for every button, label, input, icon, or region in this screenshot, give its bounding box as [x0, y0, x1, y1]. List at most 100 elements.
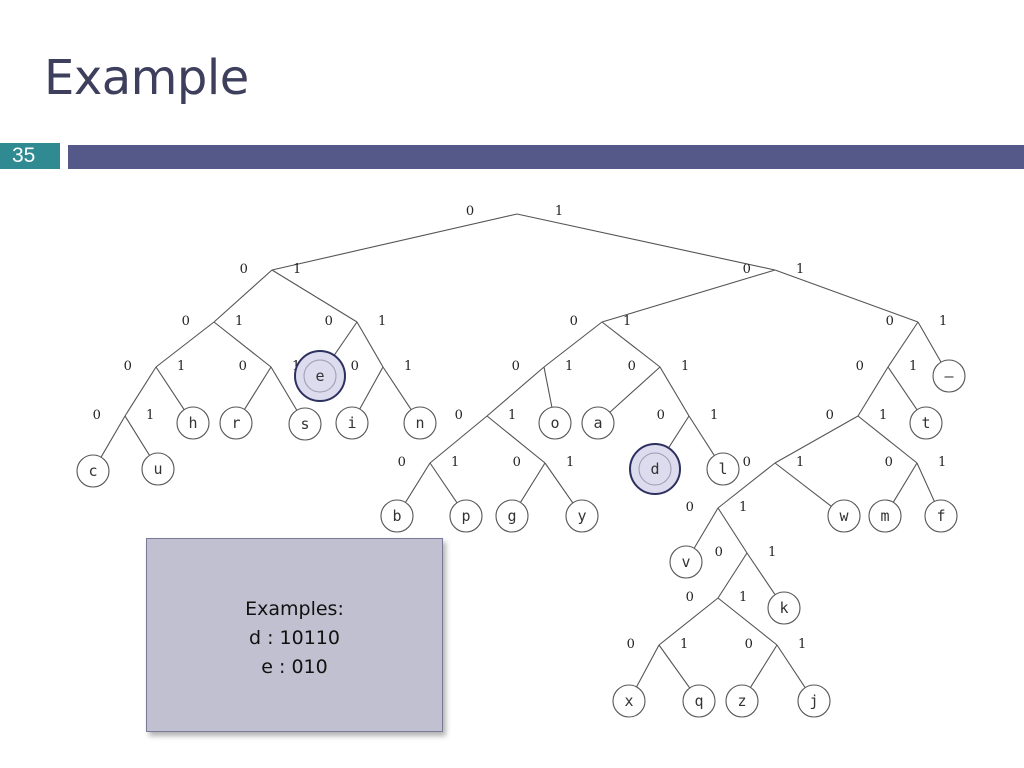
leaf-circle [638, 452, 672, 486]
leaf-circle [303, 359, 337, 393]
leaf-label: i [347, 414, 356, 432]
bit-label-zero: 0 [124, 359, 132, 374]
leaf-node-h: h [176, 406, 210, 440]
leaf-node-u: u [141, 452, 175, 486]
bit-label-one: 1 [146, 408, 154, 423]
leaf-label: e [315, 367, 324, 385]
bit-label-zero: 0 [512, 359, 520, 374]
leaf-label: b [392, 507, 401, 525]
leaf-label: n [415, 414, 424, 432]
tree-edge [601, 269, 776, 323]
examples-box: Examples: d : 10110 e : 010 [146, 538, 443, 732]
leaf-circle [565, 499, 599, 533]
tree-edge [404, 462, 431, 503]
bit-label-zero: 0 [715, 545, 723, 560]
leaf-label: q [694, 692, 703, 710]
bit-label-zero: 0 [743, 455, 751, 470]
bit-label-one: 1 [879, 408, 887, 423]
bit-label-one: 1 [739, 590, 747, 605]
title-divider-bar [68, 145, 1024, 169]
tree-edge [124, 415, 151, 456]
bit-label-one: 1 [798, 637, 806, 652]
leaf-node-s: s [288, 407, 322, 441]
leaf-label: r [231, 414, 240, 432]
bit-label-one: 1 [404, 359, 412, 374]
bit-label-zero: 0 [351, 359, 359, 374]
bit-label-zero: 0 [398, 455, 406, 470]
tree-edge [356, 321, 384, 368]
leaf-circle [538, 406, 572, 440]
tree-edge [776, 644, 806, 688]
leaf-circle [827, 499, 861, 533]
bit-label-one: 1 [681, 359, 689, 374]
bit-label-one: 1 [938, 455, 946, 470]
leaf-node-e: e [294, 350, 346, 402]
tree-edge [543, 321, 603, 368]
leaf-node-r: r [219, 406, 253, 440]
leaf-circle [924, 499, 958, 533]
leaf-node-c: c [76, 454, 110, 488]
highlight-ring [629, 443, 681, 495]
tree-edge [382, 366, 412, 410]
leaf-circle [141, 452, 175, 486]
leaf-circle [288, 407, 322, 441]
bit-label-one: 1 [378, 314, 386, 329]
leaf-node-x: x [612, 684, 646, 718]
leaf-node-a: a [581, 406, 615, 440]
tree-edge [244, 366, 272, 410]
leaf-node-k: k [767, 591, 801, 625]
tree-edge [544, 462, 574, 504]
tree-edge [124, 366, 157, 417]
leaf-label: f [936, 507, 945, 525]
bit-label-zero: 0 [886, 314, 894, 329]
leaf-node-d: d [629, 443, 681, 495]
bit-label-zero: 0 [657, 408, 665, 423]
bit-label-one: 1 [293, 262, 301, 277]
bit-label-zero: 0 [885, 455, 893, 470]
tree-edge [271, 213, 518, 271]
leaf-circle [76, 454, 110, 488]
leaf-node-i: i [335, 406, 369, 440]
leaf-label: l [718, 460, 727, 478]
tree-edge [887, 321, 919, 368]
leaf-node-q: q [682, 684, 716, 718]
leaf-label: y [577, 507, 586, 525]
bit-label-zero: 0 [239, 359, 247, 374]
bit-label-zero: 0 [513, 455, 521, 470]
bit-label-zero: 0 [455, 408, 463, 423]
tree-edge [774, 462, 832, 507]
leaf-label: j [809, 692, 818, 710]
leaf-circle [449, 499, 483, 533]
tree-edge [659, 366, 690, 417]
bit-label-zero: 0 [466, 204, 474, 219]
leaf-label: t [921, 414, 930, 432]
leaf-node-p: p [449, 499, 483, 533]
leaf-circle [725, 684, 759, 718]
tree-edge [892, 462, 918, 503]
tree-edge [516, 213, 776, 271]
leaf-label: w [839, 507, 849, 525]
tree-edge [609, 366, 661, 413]
bit-label-zero: 0 [686, 500, 694, 515]
leaf-circle [909, 406, 943, 440]
leaf-node-j: j [797, 684, 831, 718]
leaf-label: x [624, 692, 633, 710]
leaf-label: s [300, 415, 309, 433]
leaf-circle [868, 499, 902, 533]
leaf-circle [403, 406, 437, 440]
leaf-circle [380, 499, 414, 533]
highlight-ring [294, 350, 346, 402]
leaf-node-n: n [403, 406, 437, 440]
tree-edge [717, 552, 748, 599]
leaf-circle [581, 406, 615, 440]
leaf-node-o: o [538, 406, 572, 440]
bit-label-zero: 0 [743, 262, 751, 277]
tree-edge [746, 552, 776, 596]
tree-edge [887, 366, 918, 411]
leaf-node-y: y [565, 499, 599, 533]
tree-edge [774, 415, 859, 464]
bit-label-zero: 0 [686, 590, 694, 605]
slide-number: 35 [0, 143, 60, 169]
leaf-circle [176, 406, 210, 440]
